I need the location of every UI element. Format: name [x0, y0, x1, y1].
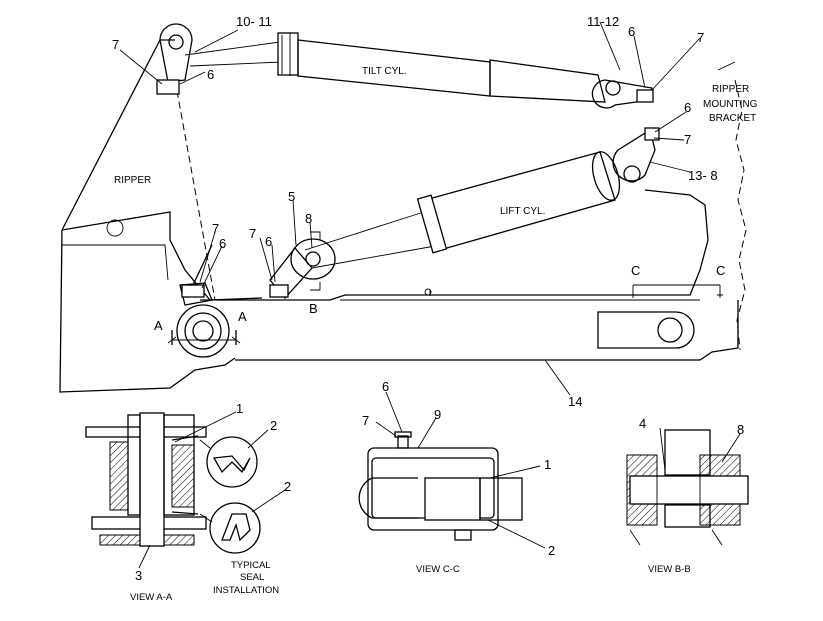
tilt-cylinder-label: TILT CYL.	[362, 66, 407, 77]
bracket-label-line1: RIPPER	[712, 84, 749, 95]
callout-7-br: 7	[684, 132, 691, 147]
main-assembly	[59, 21, 747, 396]
seal-caption-line2: SEAL	[240, 572, 264, 583]
callout-6-mid: 6	[265, 234, 272, 249]
callout-1-cc: 1	[544, 457, 551, 472]
callout-8-bb: 8	[737, 422, 744, 437]
view-c-c	[358, 391, 546, 549]
callout-11-12: 11-12	[587, 14, 619, 29]
callout-2-cc: 2	[548, 543, 555, 558]
callout-6-cc: 6	[382, 379, 389, 394]
callout-7-low: 7	[212, 221, 219, 236]
seal-caption-line3: INSTALLATION	[213, 585, 279, 596]
view-aa-caption: VIEW A-A	[130, 592, 173, 603]
lift-cylinder-label: LIFT CYL.	[500, 206, 545, 217]
beam-tongue	[597, 311, 695, 349]
bracket-label-line2: MOUNTING	[703, 99, 758, 110]
callout-6-tl: 6	[207, 67, 214, 82]
lift-eye-right	[612, 128, 656, 182]
bracket-break-line	[734, 79, 747, 351]
bracket-label-line3: BRACKET	[709, 113, 756, 124]
tilt-eye-right	[591, 79, 653, 109]
view-cc-caption: VIEW C-C	[416, 564, 460, 575]
pin-a-outer	[176, 304, 230, 358]
tilt-eye-left	[159, 23, 193, 83]
section-marker-c-right: C	[716, 263, 725, 278]
labels: TILT CYL. LIFT CYL. RIPPER RIPPER MOUNTI…	[112, 14, 758, 603]
callout-6-tr: 6	[628, 24, 635, 39]
callout-7-tl: 7	[112, 37, 119, 52]
seal-caption-line1: TYPICAL	[231, 560, 271, 571]
callout-6-br: 6	[684, 100, 691, 115]
callout-3-aa: 3	[135, 568, 142, 583]
seal-detail-top	[206, 436, 258, 488]
section-marker-c-left: C	[631, 263, 640, 278]
callout-2-aa-bottom: 2	[284, 479, 291, 494]
section-marker-a-right: A	[238, 309, 247, 324]
callout-2-aa-top: 2	[270, 418, 277, 433]
callout-7-cc: 7	[362, 413, 369, 428]
callout-9-cc: 9	[434, 407, 441, 422]
callout-1-aa: 1	[236, 401, 243, 416]
main-beam	[200, 189, 739, 361]
callout-4-bb: 4	[639, 416, 646, 431]
callout-7-tr: 7	[697, 30, 704, 45]
callout-5: 5	[288, 189, 295, 204]
callout-7-mid: 7	[249, 226, 256, 241]
seal-detail-bottom	[209, 502, 261, 554]
callout-13-8: 13- 8	[688, 168, 718, 183]
ripper-label: RIPPER	[114, 175, 151, 186]
callout-8-main: 8	[305, 211, 312, 226]
callout-6-low: 6	[219, 236, 226, 251]
tilt-cylinder	[184, 32, 606, 103]
view-b-b	[626, 427, 749, 546]
section-marker-b: B	[309, 301, 318, 316]
view-a-a	[85, 411, 286, 569]
callout-10-11: 10- 11	[236, 14, 272, 29]
lift-cylinder	[269, 151, 621, 299]
section-marker-a-left: A	[154, 318, 163, 333]
callout-14: 14	[568, 394, 582, 409]
view-bb-caption: VIEW B-B	[648, 564, 691, 575]
